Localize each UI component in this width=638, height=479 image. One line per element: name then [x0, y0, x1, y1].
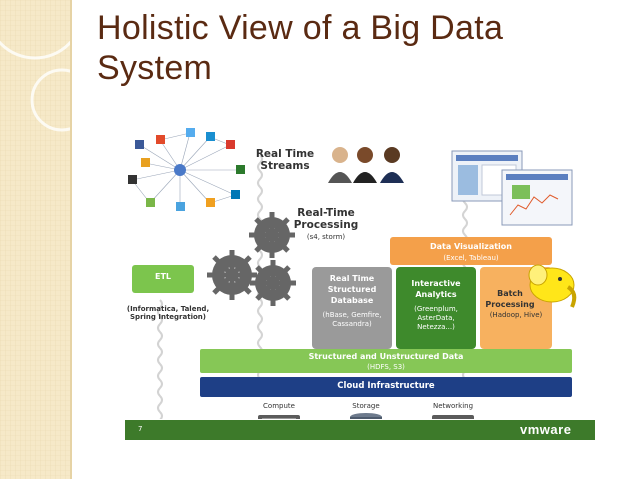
users-icon — [328, 147, 404, 183]
real-time-processing-sub: (s4, storm) — [306, 233, 346, 241]
vmware-footer-bar — [125, 420, 595, 440]
real-time-processing-label: Real-Time Processing — [293, 207, 359, 231]
big-data-diagram: Real Time Streams Real-Time Processing (… — [120, 115, 598, 445]
storage-label: Storage — [352, 402, 380, 410]
gears-icon — [207, 212, 296, 306]
decorative-sidebar — [0, 0, 72, 479]
real-time-streams-label: Real Time Streams — [255, 148, 315, 172]
batch-processing-sub: (Hadoop, Hive) — [489, 311, 543, 319]
interactive-analytics-label: Interactive Analytics — [411, 279, 461, 299]
vmware-logo: vmware — [520, 422, 572, 437]
etl-label: ETL — [154, 272, 172, 281]
data-visualization-box — [390, 237, 552, 265]
real-time-db-box — [312, 267, 392, 349]
interactive-analytics-sub: (Greenplum, AsterData, Netezza...) — [414, 305, 458, 331]
diagram-graphics — [125, 128, 595, 441]
footer-page-number: 7 — [138, 425, 143, 433]
structured-data-label: Structured and Unstructured Data — [308, 352, 464, 361]
dashboard-screens-icon — [451, 150, 573, 226]
cloud-infrastructure-bar — [200, 377, 572, 397]
interactive-analytics-box — [396, 267, 476, 349]
rt-db-label: Real Time Structured Database — [327, 274, 377, 305]
hadoop-elephant-icon — [528, 264, 577, 308]
social-network-icon — [128, 128, 245, 211]
slide-title: Holistic View of a Big Data System — [97, 9, 504, 87]
etl-box — [132, 265, 194, 293]
data-visualization-label: Data Visualization — [430, 242, 512, 251]
data-visualization-sub: (Excel, Tableau) — [443, 254, 499, 262]
rt-db-sub: (hBase, Gemfire, Cassandra) — [322, 311, 382, 328]
networking-label: Networking — [432, 402, 474, 410]
etl-tools: (Informatica, Talend, Spring Integration… — [126, 305, 210, 321]
compute-label: Compute — [263, 402, 295, 410]
batch-processing-label: Batch Processing — [485, 289, 535, 309]
structured-data-sub: (HDFS, S3) — [367, 363, 405, 371]
cloud-infrastructure-label: Cloud Infrastructure — [337, 381, 435, 391]
sidebar-pattern — [0, 0, 70, 479]
structured-data-bar — [200, 349, 572, 373]
